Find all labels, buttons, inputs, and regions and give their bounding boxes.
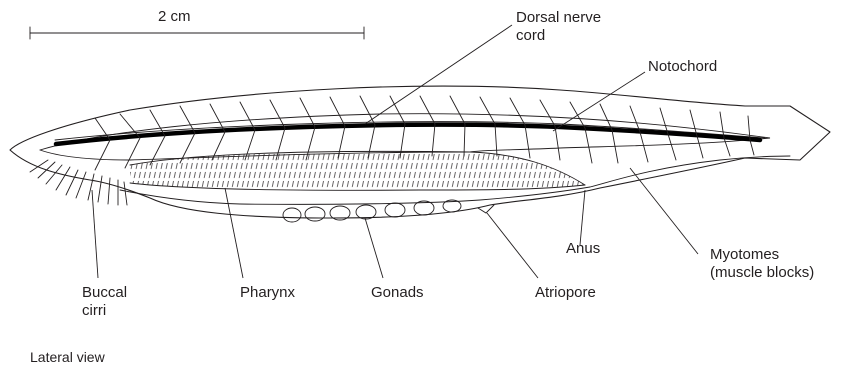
label-dorsal-nerve-cord-line2: cord — [516, 27, 601, 45]
label-myotomes: Myotomes (muscle blocks) — [710, 246, 814, 282]
scale-bar — [30, 27, 364, 39]
label-atriopore: Atriopore — [535, 284, 596, 302]
label-myotomes-line1: Myotomes — [710, 246, 814, 264]
label-dorsal-nerve-cord: Dorsal nerve cord — [516, 9, 601, 45]
gonads — [283, 200, 461, 222]
label-anus: Anus — [566, 240, 600, 258]
buccal-cirri — [30, 160, 127, 205]
label-buccal-cirri: Buccal cirri — [82, 284, 127, 320]
gill-slits — [120, 140, 590, 200]
label-buccal-cirri-line2: cirri — [82, 302, 127, 320]
label-dorsal-nerve-cord-line1: Dorsal nerve — [516, 9, 601, 27]
label-notochord: Notochord — [648, 58, 717, 76]
label-gonads: Gonads — [371, 284, 424, 302]
label-myotomes-line2: (muscle blocks) — [710, 264, 814, 282]
caption: Lateral view — [30, 348, 105, 366]
label-pharynx: Pharynx — [240, 284, 295, 302]
scale-bar-label: 2 cm — [158, 8, 191, 26]
label-buccal-cirri-line1: Buccal — [82, 284, 127, 302]
